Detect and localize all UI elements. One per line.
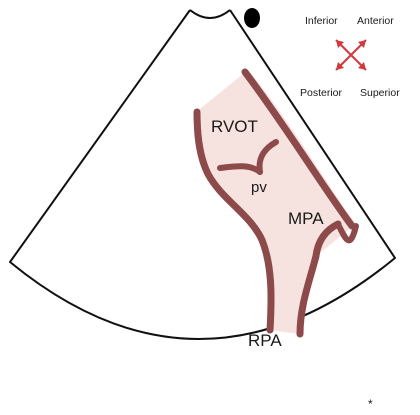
lpa-branch-wall [335,221,359,244]
vessel-upper-wall [241,68,356,230]
orient-posterior: Posterior [300,87,343,99]
vessel-lower-wall [193,108,275,334]
orient-anterior: Anterior [357,15,394,27]
arrowhead-superior-icon [358,62,366,70]
label-rvot: RVOT [211,117,258,136]
orientation-marker-dot [244,8,260,28]
vessel-lumen [196,70,356,334]
rpa-branch-wall [296,220,342,338]
label-rpa: RPA [248,331,282,350]
pulmonic-valve-leaflet-posterior [217,163,263,175]
label-pv: pv [251,179,267,196]
arrowhead-inferior-icon [336,40,344,48]
orient-superior: Superior [360,87,400,99]
arrowhead-anterior-icon [358,40,366,48]
transducer-notch [189,9,231,19]
footnote-asterisk: * [368,397,373,411]
ultrasound-sector [9,9,396,340]
orient-inferior: Inferior [305,15,338,27]
label-mpa: MPA [288,209,324,228]
arrowhead-posterior-icon [336,62,344,70]
orientation-indicator [335,39,367,71]
